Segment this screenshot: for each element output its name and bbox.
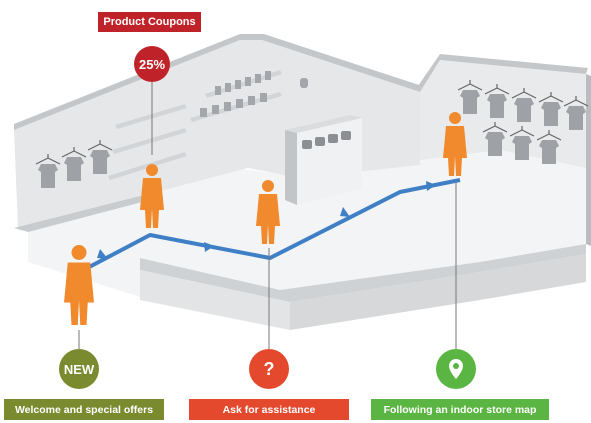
customer-route: [73, 178, 461, 277]
front-partition-face: [140, 270, 290, 330]
location-pin-glyph: [449, 359, 463, 379]
caption-text: Welcome and special offers: [14, 403, 154, 416]
question-mark: ?: [263, 358, 275, 379]
route-arrow: [204, 242, 214, 252]
product-coupons-tag: Product Coupons: [98, 12, 201, 32]
caption-text: Following an indoor store map: [383, 403, 537, 416]
caption-welcome-offers: Welcome and special offers: [4, 399, 164, 420]
caption-text: Ask for assistance: [222, 403, 316, 416]
caption-indoor-map: Following an indoor store map: [371, 399, 549, 420]
annex-wall-top: [418, 54, 588, 92]
new-badge-label: NEW: [63, 361, 95, 377]
route-arrow: [97, 249, 108, 259]
left-partition: [14, 196, 150, 232]
route-arrow: [426, 181, 436, 191]
front-partition-right-face: [290, 254, 586, 330]
coupon-discount-badge: 25%: [134, 46, 170, 82]
back-wall-top: [14, 34, 422, 130]
annex-side: [586, 74, 591, 246]
front-partition: [140, 244, 586, 302]
route-arrow: [340, 207, 350, 217]
new-badge-icon: NEW: [59, 349, 99, 389]
back-wall-left: [14, 40, 420, 228]
display-cabinet: [285, 115, 362, 205]
location-pin-icon: [436, 349, 476, 389]
coupon-percent: 25%: [138, 56, 166, 72]
question-icon: ?: [249, 349, 289, 389]
caption-ask-assistance: Ask for assistance: [189, 399, 349, 420]
shelf-items: [200, 71, 308, 117]
product-coupons-label: Product Coupons: [103, 16, 196, 28]
